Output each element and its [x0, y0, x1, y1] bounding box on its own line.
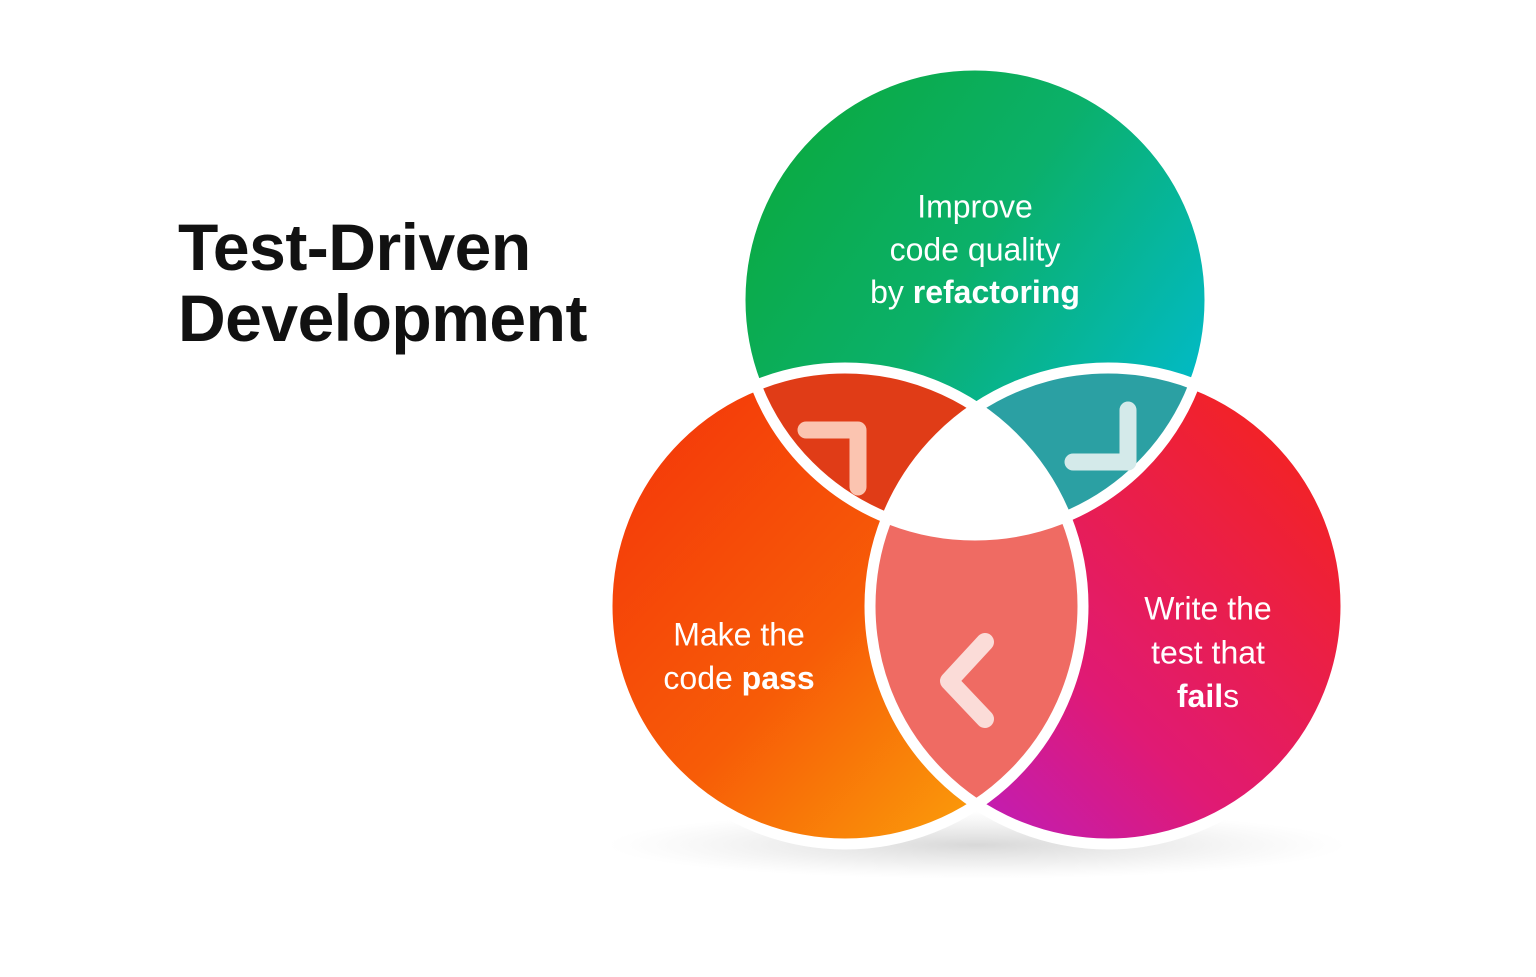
venn-label-refactor-line2: code quality	[890, 231, 1061, 267]
venn-label-pass: Make the code pass	[663, 616, 814, 696]
venn-label-pass-line2-strong: pass	[742, 660, 815, 696]
page-title: Test-Driven Development	[178, 210, 648, 356]
page-title-line-2: Development	[178, 281, 587, 356]
chevron-left-icon	[940, 633, 994, 728]
overlap-region-center	[870, 368, 1083, 535]
venn-outline-fails	[864, 362, 1352, 850]
venn-label-pass-line2-normal: code	[663, 660, 741, 696]
venn-label-fails-line3-normal: s	[1223, 678, 1239, 714]
venn-label-fails-line2: test that	[1151, 634, 1265, 670]
venn-label-pass-line1: Make the	[673, 616, 805, 652]
chevron-corner-up-right-icon	[797, 421, 867, 496]
venn-label-refactor-line3-normal: by	[870, 274, 913, 310]
diagram-shadow	[607, 811, 1347, 879]
svg-text:code pass: code pass	[663, 660, 814, 696]
venn-label-fails-line3-strong: fail	[1177, 678, 1223, 714]
chevron-corner-down-left-icon	[1064, 401, 1137, 471]
venn-label-refactor-line1: Improve	[917, 188, 1033, 224]
svg-text:by refactoring: by refactoring	[870, 274, 1080, 310]
venn-outline-pass	[601, 362, 1089, 850]
venn-outline-refactor	[734, 59, 1216, 541]
venn-label-refactor-line3-strong: refactoring	[913, 274, 1080, 310]
venn-label-fails-line1: Write the	[1144, 590, 1271, 626]
page-title-line-1: Test-Driven	[178, 210, 531, 284]
venn-label-refactor: Improve code quality by refactoring	[870, 188, 1080, 310]
svg-text:fails: fails	[1177, 678, 1239, 714]
venn-label-fails: Write the test that fails	[1144, 590, 1271, 714]
